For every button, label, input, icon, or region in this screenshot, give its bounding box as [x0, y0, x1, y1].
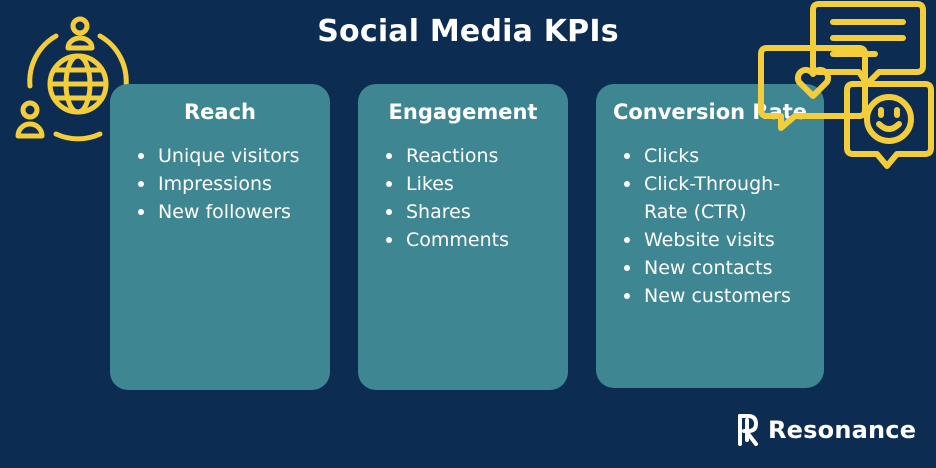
kpi-list: Unique visitors Impressions New follower…	[110, 142, 330, 226]
list-item: Reactions	[386, 142, 568, 170]
card-heading: Conversion Rate	[612, 100, 808, 124]
kpi-card-conversion-rate: Conversion Rate Clicks Click-Through-Rat…	[596, 84, 824, 388]
list-item: Click-Through-Rate (CTR)	[624, 170, 804, 226]
list-item: Impressions	[138, 170, 330, 198]
list-item: New followers	[138, 198, 330, 226]
card-heading: Reach	[184, 100, 256, 124]
kpi-card-engagement: Engagement Reactions Likes Shares Commen…	[358, 84, 568, 390]
list-item: Website visits	[624, 226, 804, 254]
brand-name: Resonance	[768, 416, 917, 444]
kpi-list: Clicks Click-Through-Rate (CTR) Website …	[596, 142, 824, 310]
kpi-card-reach: Reach Unique visitors Impressions New fo…	[110, 84, 330, 390]
list-item: New contacts	[624, 254, 804, 282]
list-item: New customers	[624, 282, 804, 310]
list-item: Comments	[386, 226, 568, 254]
brand-logo: Resonance	[736, 412, 916, 448]
resonance-logo-icon	[738, 414, 758, 446]
card-heading: Engagement	[388, 100, 538, 124]
list-item: Shares	[386, 198, 568, 226]
list-item: Clicks	[624, 142, 804, 170]
kpi-list: Reactions Likes Shares Comments	[358, 142, 568, 254]
page-title: Social Media KPIs	[317, 14, 619, 49]
chat-bubbles-icon	[758, 1, 934, 169]
list-item: Likes	[386, 170, 568, 198]
list-item: Unique visitors	[138, 142, 330, 170]
